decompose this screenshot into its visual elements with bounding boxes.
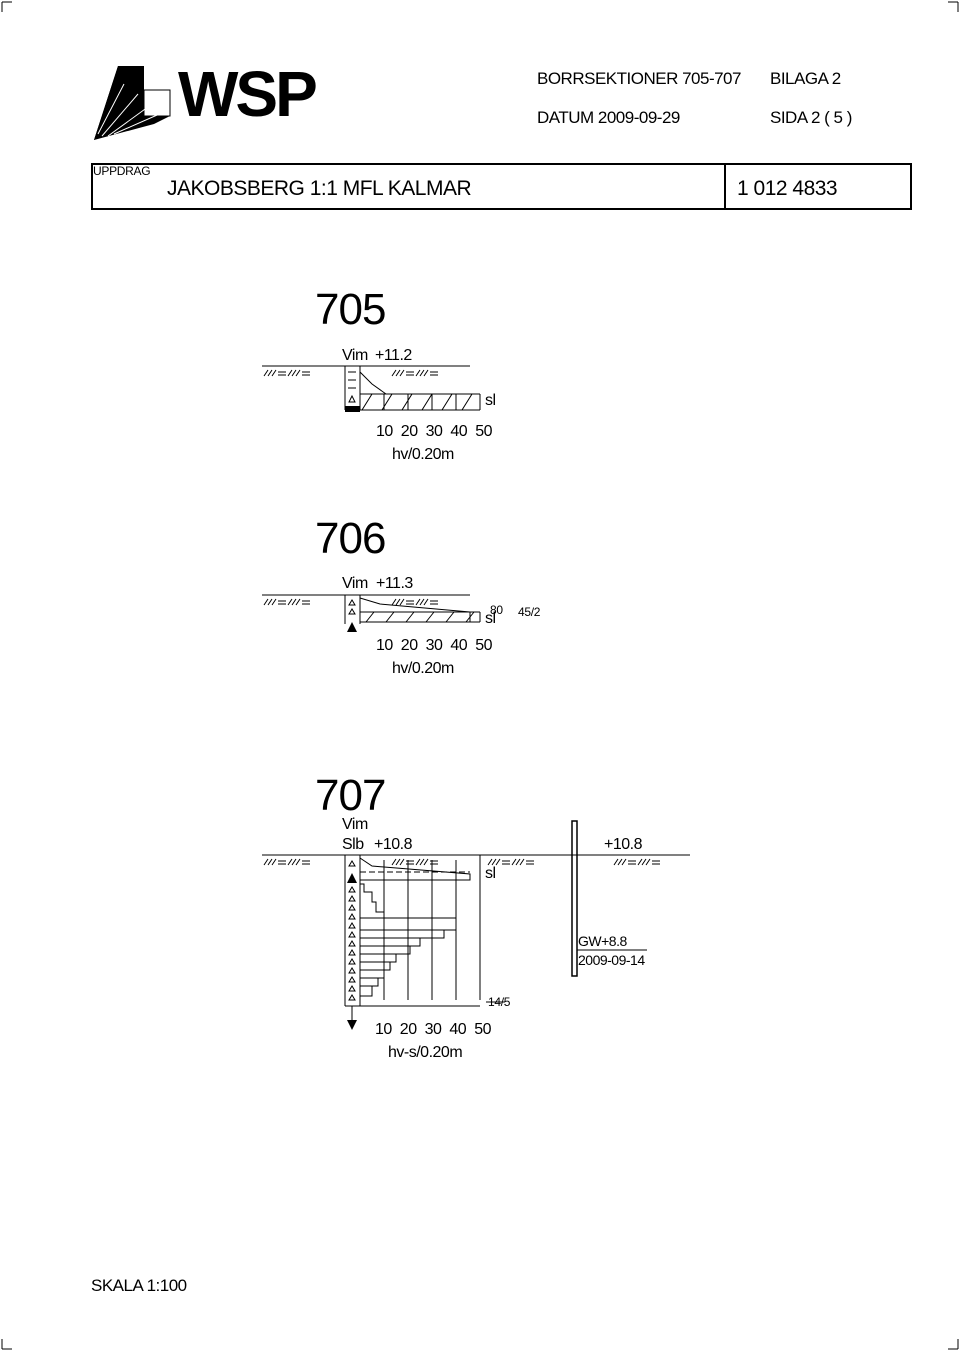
section-706-stop: sl	[485, 610, 496, 627]
axis-tick: 30	[425, 423, 443, 440]
section-705-id: 705	[315, 285, 386, 334]
section-706-axis-ticks: 10 20 30 40 50	[376, 637, 496, 655]
axis-tick: 30	[424, 1021, 442, 1038]
groundwater-date: 2009-09-14	[578, 952, 645, 968]
section-707-method2: Slb	[342, 836, 364, 853]
section-707-axis-ticks: 10 20 30 40 50	[375, 1021, 495, 1039]
assignment-label: UPPDRAG	[93, 164, 151, 178]
axis-tick: 10	[376, 637, 393, 654]
section-705-axis-unit: hv/0.20m	[392, 446, 454, 463]
section-705-method: Vim	[342, 347, 368, 364]
section-706-method: Vim	[342, 575, 368, 592]
document-date: DATUM 2009-09-29	[537, 108, 680, 127]
assignment-name: JAKOBSBERG 1:1 MFL KALMAR	[167, 177, 472, 200]
wsp-logo	[94, 66, 171, 140]
axis-tick: 40	[450, 637, 468, 654]
groundwater-gw: GW+8.8	[578, 933, 627, 949]
axis-tick: 10	[376, 423, 393, 440]
section-705-axis-ticks: 10 20 30 40 50	[376, 423, 496, 441]
axis-tick: 20	[400, 637, 418, 654]
document-title: BORRSEKTIONER 705-707	[537, 69, 741, 88]
page-label: SIDA 2 ( 5 )	[770, 108, 852, 127]
section-706-id: 706	[315, 514, 386, 563]
section-707-method: Vim	[342, 816, 368, 833]
section-706-value: 80	[490, 603, 503, 617]
axis-tick: 10	[375, 1021, 392, 1038]
section-705-stop: sl	[485, 392, 496, 409]
axis-tick: 30	[425, 637, 443, 654]
section-706-note: 45/2	[518, 605, 541, 619]
axis-tick: 40	[450, 423, 468, 440]
section-705-level: +11.2	[375, 347, 412, 364]
axis-tick: 50	[475, 423, 492, 440]
groundwater-level: +10.8	[604, 836, 642, 853]
section-706-level: +11.3	[376, 575, 413, 592]
axis-tick: 50	[474, 1021, 491, 1038]
appendix-label: BILAGA 2	[770, 69, 841, 88]
assignment-box	[91, 163, 912, 210]
axis-tick: 20	[399, 1021, 417, 1038]
section-707-axis-unit: hv-s/0.20m	[388, 1044, 463, 1061]
assignment-number: 1 012 4833	[737, 177, 838, 200]
section-707-stop: sl	[485, 865, 496, 882]
assignment-divider	[724, 163, 726, 210]
axis-tick: 20	[400, 423, 418, 440]
section-707-id: 707	[315, 771, 386, 820]
logo-text: WSP	[178, 58, 318, 130]
scale-label: SKALA 1:100	[91, 1276, 187, 1295]
axis-tick: 40	[449, 1021, 467, 1038]
section-706-axis-unit: hv/0.20m	[392, 660, 454, 677]
section-707-level: +10.8	[374, 836, 412, 853]
axis-tick: 50	[475, 637, 492, 654]
